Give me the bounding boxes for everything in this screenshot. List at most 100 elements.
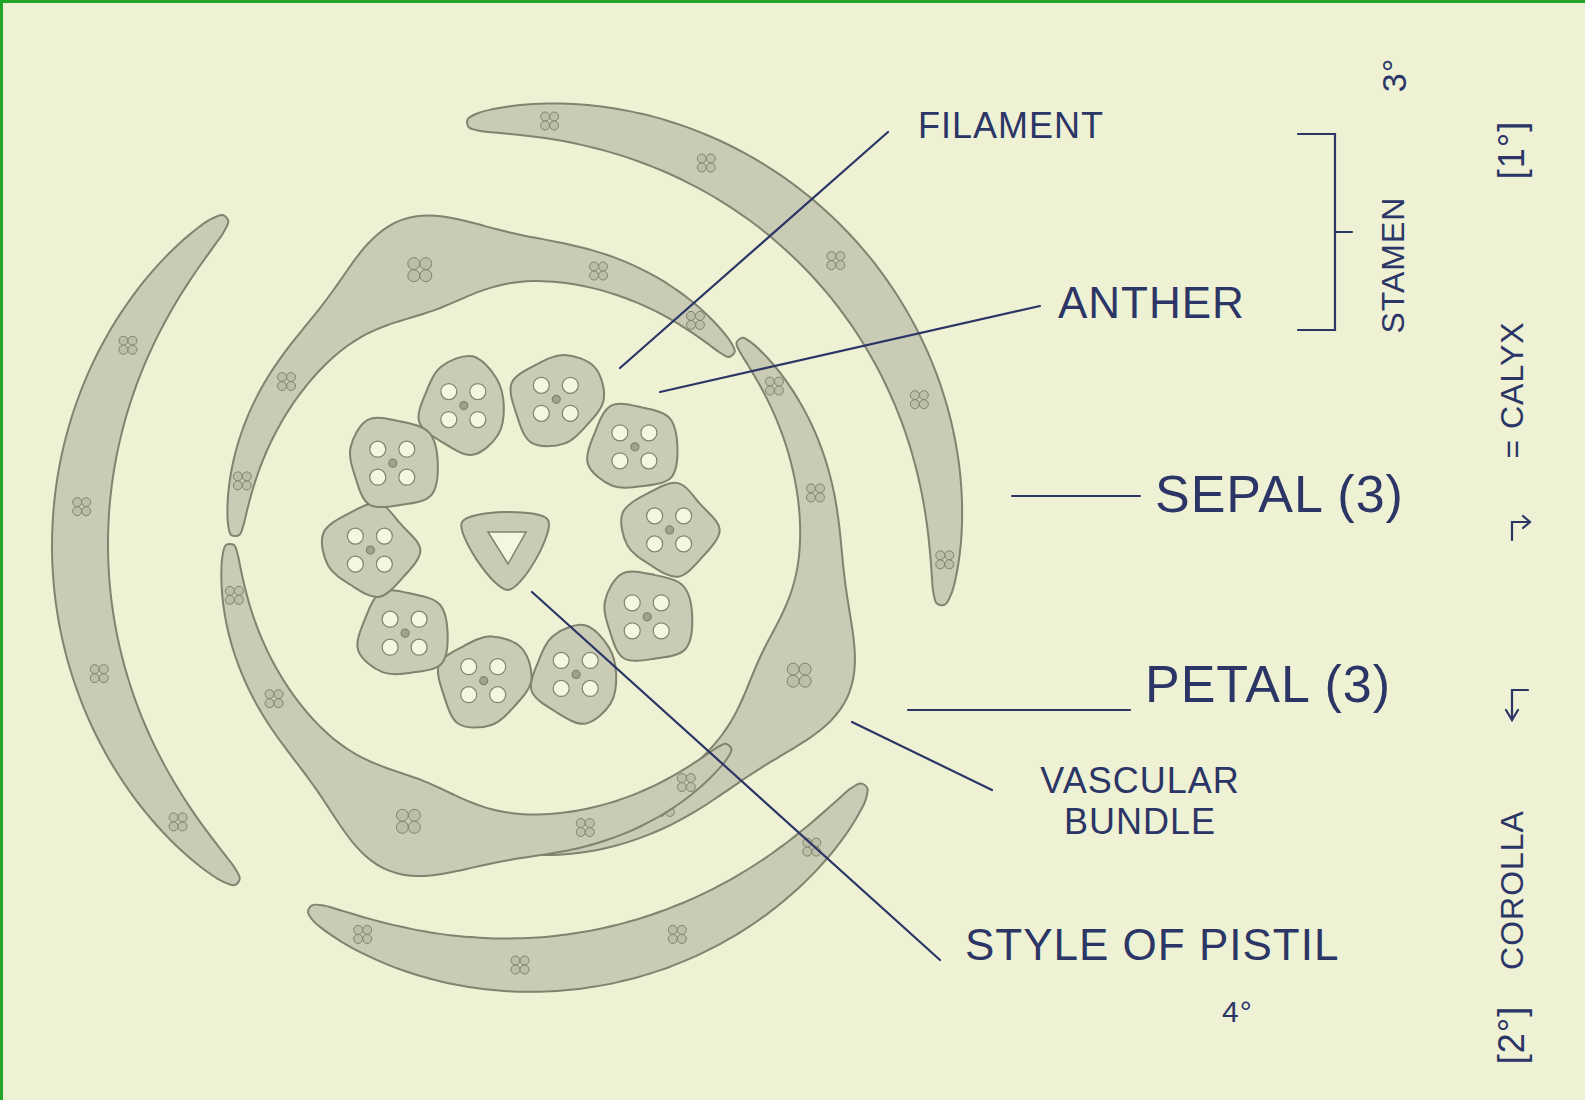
pollen-sac [641,453,657,469]
vascular-dot [396,821,408,833]
vascular-dot [511,965,520,974]
part-label: PETAL (3) [1145,655,1391,715]
vascular-dot [695,311,704,320]
vascular-dot [799,675,811,687]
vascular-dot [99,665,108,674]
vascular-dot [910,391,919,400]
pollen-sac [624,595,640,611]
flower-drawing [52,103,962,991]
pollen-sac [653,595,669,611]
pollen-sac [562,377,578,393]
vascular-dot [576,819,585,828]
vascular-dot [82,498,91,507]
pollen-sac [470,412,486,428]
pollen-sac [647,508,663,524]
anther-shape [322,503,420,597]
leader-line [532,592,940,960]
pollen-sac [366,546,374,554]
vascular-dot [511,956,520,965]
leader-lines [532,132,1530,960]
vascular-dot [668,925,677,934]
hook-arrow [1512,516,1530,540]
anther-shape [438,636,532,727]
vascular-dot [836,261,845,270]
vascular-dot [590,262,599,271]
vascular-dot [815,484,824,493]
vascular-dot [686,320,695,329]
vascular-dot [806,484,815,493]
anther-shape [511,355,605,446]
vascular-dot [128,336,137,345]
style-shape [461,512,549,590]
vascular-dot [408,270,420,282]
part-label: FILAMENT [918,105,1104,146]
vascular-dot [520,956,529,965]
vascular-dot [836,252,845,261]
vascular-dot [265,690,274,699]
vascular-dot [550,112,559,121]
pollen-sac [553,680,569,696]
pollen-sac [411,639,427,655]
vascular-dot [278,373,287,382]
vascular-dot [363,934,372,943]
pollen-sac [460,402,468,410]
vascular-dot [169,822,178,831]
vascular-dot [827,252,836,261]
vascular-dot [706,154,715,163]
anther-shape [531,625,616,724]
vascular-dot [178,822,187,831]
anther-shape [350,418,438,507]
vascular-dot [919,391,928,400]
anther-shape [621,483,719,577]
vascular-dot [765,377,774,386]
vascular-dot [234,595,243,604]
vascular-dot [90,665,99,674]
pollen-sac [370,441,386,457]
rotated-label: [1°] [1491,121,1532,179]
vascular-dot [677,774,686,783]
vascular-dot [599,262,608,271]
pollen-sac [480,677,488,685]
bracket [1298,134,1352,330]
vascular-dot [420,270,432,282]
leader-line [1012,495,1140,497]
vascular-dot [73,498,82,507]
vascular-dot [765,386,774,395]
vascular-dot [697,163,706,172]
vascular-dot [686,783,695,792]
vascular-dot [919,400,928,409]
pollen-sac [470,384,486,400]
pollen-sac [411,611,427,627]
sepal-shape [52,215,240,885]
leader-line [620,132,888,368]
vascular-dot [787,663,799,675]
vascular-dot [128,345,137,354]
vascular-dot [242,472,251,481]
pollen-sac [370,469,386,485]
vascular-dot [815,493,824,502]
vascular-dot [936,560,945,569]
vascular-dot [287,373,296,382]
pollen-sac [562,405,578,421]
pollen-sac [582,652,598,668]
pollen-sac [490,687,506,703]
vascular-dot [799,663,811,675]
anther-shape [604,571,692,660]
vascular-dot [774,386,783,395]
vascular-dot [945,560,954,569]
vascular-dot [278,382,287,391]
vascular-dot [234,586,243,595]
rotated-label: COROLLA [1494,810,1531,970]
pollen-sac [382,611,398,627]
vascular-dot [274,699,283,708]
vascular-dot [119,336,128,345]
pollen-sac [647,536,663,552]
rotated-label: 3° [1375,58,1414,93]
vascular-dot [73,507,82,516]
part-label: SEPAL (3) [1155,465,1404,525]
pollen-sac [676,508,692,524]
petal-shape [503,338,855,855]
part-label: 4° [1222,995,1253,1030]
style-canal [488,532,526,564]
rotated-label: STAMEN [1375,197,1412,334]
